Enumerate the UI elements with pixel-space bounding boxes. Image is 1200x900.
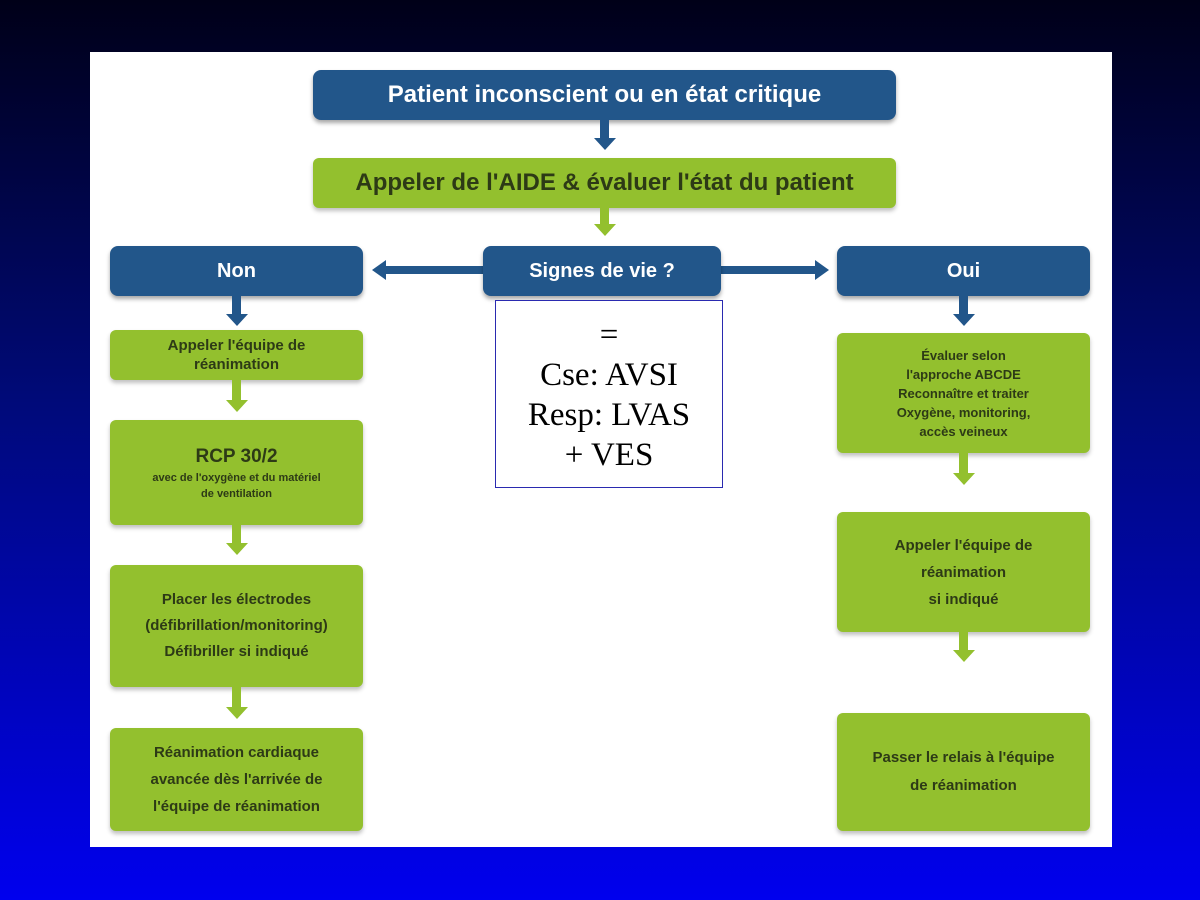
arrow-head — [226, 707, 248, 719]
step-line: Placer les électrodes — [161, 591, 312, 608]
step-line: Appeler l'équipe de — [894, 536, 1033, 554]
step-line: réanimation — [920, 563, 1007, 581]
arrow-head — [594, 224, 616, 236]
arrow-head — [594, 138, 616, 150]
non-text: Non — [217, 259, 256, 282]
step-line: réanimation — [193, 356, 280, 373]
annotation-line: = — [599, 317, 619, 353]
right-step-1: Évaluer selon l'approche ABCDE Reconnaît… — [837, 333, 1090, 453]
step-line: l'approche ABCDE — [906, 366, 1021, 382]
step-line: Défibriller si indiqué — [164, 643, 309, 660]
arrow-head — [226, 543, 248, 555]
arrow-stem — [232, 380, 241, 402]
right-step-3: Passer le relais à l'équipe de réanimati… — [837, 713, 1090, 831]
arrow-head — [953, 473, 975, 485]
step-line: Évaluer selon — [921, 347, 1006, 363]
left-step-2: RCP 30/2 avec de l'oxygène et du matérie… — [110, 420, 363, 525]
arrow-stem — [232, 687, 241, 709]
left-step-4: Réanimation cardiaque avancée dès l'arri… — [110, 728, 363, 831]
annotation-line: Resp: LVAS — [527, 397, 691, 433]
step-line: si indiqué — [928, 590, 999, 608]
step-line: Appeler l'équipe de — [167, 337, 306, 354]
step2-box: Appeler de l'AIDE & évaluer l'état du pa… — [313, 158, 896, 208]
oui-text: Oui — [946, 259, 981, 282]
arrow-stem — [959, 453, 968, 475]
left-arrow-head — [372, 260, 386, 280]
arrow-head — [226, 314, 248, 326]
arrow-head — [953, 314, 975, 326]
annotation-line: Cse: AVSI — [540, 357, 678, 393]
rcp-title: RCP 30/2 — [195, 445, 278, 467]
decision-box: Signes de vie ? — [483, 246, 721, 296]
right-step-2: Appeler l'équipe de réanimation si indiq… — [837, 512, 1090, 632]
arrow-head — [953, 650, 975, 662]
left-step-1: Appeler l'équipe de réanimation — [110, 330, 363, 380]
arrow-stem — [959, 296, 968, 316]
step-line: Reconnaître et traiter — [898, 385, 1029, 401]
title-text: Patient inconscient ou en état critique — [387, 81, 822, 108]
annotation-line: + VES — [564, 437, 654, 473]
arrow-head — [226, 400, 248, 412]
arrow-stem — [600, 120, 609, 140]
arrow-stem — [232, 296, 241, 316]
left-step-3: Placer les électrodes (défibrillation/mo… — [110, 565, 363, 687]
non-box: Non — [110, 246, 363, 296]
decision-text: Signes de vie ? — [529, 259, 675, 282]
arrow-stem — [959, 632, 968, 652]
title-box: Patient inconscient ou en état critique — [313, 70, 896, 120]
step-line: de réanimation — [910, 777, 1017, 794]
step-line: avec de l'oxygène et du matériel — [152, 471, 321, 484]
step2-text: Appeler de l'AIDE & évaluer l'état du pa… — [355, 169, 854, 196]
step-line: avancée dès l'arrivée de — [150, 771, 323, 788]
step-line: accès veineux — [919, 423, 1008, 439]
step-line: (défibrillation/monitoring) — [145, 617, 328, 634]
arrow-stem — [232, 525, 241, 545]
step-line: Oxygène, monitoring, — [896, 404, 1031, 420]
annotation-box: = Cse: AVSI Resp: LVAS + VES — [495, 300, 723, 488]
step-line: Passer le relais à l'équipe — [872, 749, 1055, 766]
oui-box: Oui — [837, 246, 1090, 296]
step-line: l'équipe de réanimation — [153, 798, 320, 815]
step-line: Réanimation cardiaque — [153, 744, 320, 761]
right-arrow-head — [815, 260, 829, 280]
step-line: de ventilation — [201, 487, 272, 500]
arrow-stem — [600, 208, 609, 226]
